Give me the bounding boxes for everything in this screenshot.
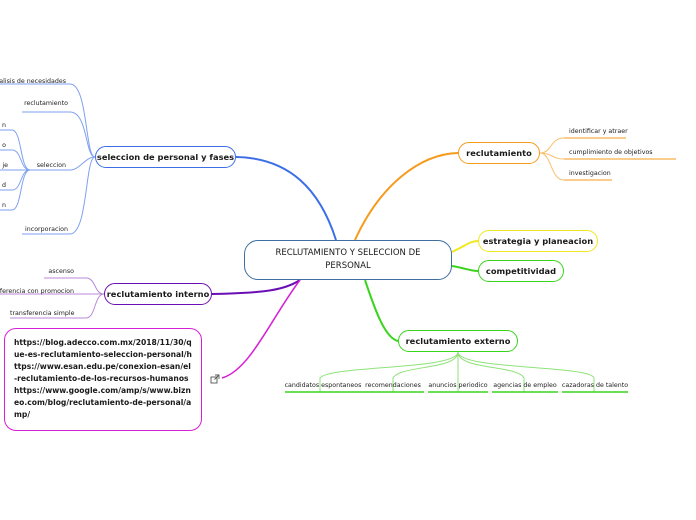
subtopic-investigacion[interactable]: investigacion: [569, 170, 611, 177]
subtopic-ascenso[interactable]: ascenso: [48, 268, 74, 275]
subtopic-anuncios-periodico[interactable]: anuncios periodico: [428, 382, 488, 389]
subtopic-seleccion-1[interactable]: n: [2, 122, 6, 129]
subtopic-candidatos-espontaneos[interactable]: candidatos espontaneos: [284, 382, 362, 389]
subtopic-cazadoras-de-talento[interactable]: cazadoras de talento: [561, 382, 629, 389]
subtopic-cumplimiento-de-objetivos[interactable]: cumplimiento de objetivos: [569, 149, 653, 156]
external-link-icon[interactable]: [210, 374, 220, 384]
connector-blue-3: [30, 156, 96, 171]
subtopic-identificar-y-atraer[interactable]: identificar y atraer: [569, 128, 628, 135]
connector-blue-1: [0, 83, 96, 158]
connector-links: [221, 279, 301, 379]
subtopic-reclutamiento[interactable]: reclutamiento: [24, 100, 68, 107]
topic-estrategia-y-planeacion[interactable]: estrategia y planeacion: [478, 230, 598, 252]
subtopic-recomendaciones[interactable]: recomendaciones: [365, 382, 421, 389]
connector-seleccion: [235, 156, 337, 241]
subtopic-seleccion-4[interactable]: d: [2, 182, 6, 189]
topic-seleccion-de-personal[interactable]: seleccion de personal y fases: [95, 146, 236, 168]
topic-competitividad[interactable]: competitividad: [478, 260, 564, 282]
subtopic-transferencia-con-promocion[interactable]: transferencia con promocion: [0, 288, 74, 295]
connector-reclutamiento: [354, 152, 459, 241]
topic-reclutamiento-externo[interactable]: reclutamiento externo: [398, 330, 518, 352]
references-links-note[interactable]: https://blog.adecco.com.mx/2018/11/30/qu…: [4, 328, 202, 431]
subtopic-seleccion-3[interactable]: je: [2, 162, 8, 169]
connector-estrategia: [451, 240, 479, 253]
connector-blue-2: [22, 111, 96, 158]
connector-blue-4: [22, 156, 96, 235]
subtopic-seleccion-2[interactable]: o: [2, 142, 6, 149]
topic-reclutamiento-interno[interactable]: reclutamiento interno: [104, 283, 212, 305]
subtopic-seleccion-5[interactable]: n: [2, 202, 6, 209]
topic-reclutamiento[interactable]: reclutamiento: [458, 142, 540, 164]
subtopic-agencias-de-empleo[interactable]: agencias de empleo: [493, 382, 557, 389]
subtopic-seleccion[interactable]: seleccion: [36, 162, 66, 169]
connector-externo: [364, 279, 399, 342]
subtopic-incorporacion[interactable]: incorporacion: [25, 226, 68, 233]
central-topic[interactable]: RECLUTAMIENTO Y SELECCION DE PERSONAL: [244, 240, 452, 280]
connector-interno: [211, 279, 301, 295]
subtopic-analisis-de-necesidades[interactable]: analisis de necesidades: [0, 78, 66, 85]
connector-competitividad: [451, 265, 479, 272]
subtopic-transferencia-simple[interactable]: transferencia simple: [10, 310, 75, 317]
